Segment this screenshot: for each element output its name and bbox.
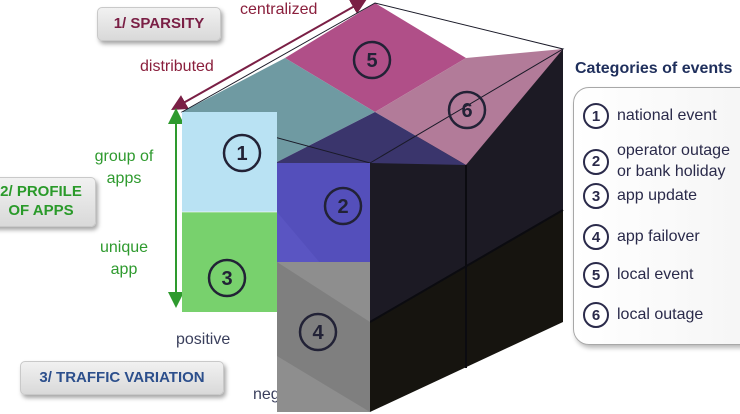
cube-badge-6-circle (447, 90, 487, 130)
cube-cell-4-shade (277, 262, 370, 412)
unique-label-line1: unique (99, 239, 149, 256)
cube-badge-6: 6 (461, 100, 472, 122)
group-label-line2: apps (106, 169, 142, 187)
legend-badge-4: 4 (583, 224, 609, 250)
traffic-variation-box: 3/ TRAFFIC VARIATION (20, 361, 224, 395)
cube-badge-2-circle (323, 186, 363, 226)
legend-item-1: 1 national event (583, 103, 717, 129)
legend-item-5: 5 local event (583, 262, 694, 288)
top-face-outline (180, 2, 565, 164)
cube-badge-1: 1 (236, 143, 247, 165)
profile-label-line1: 2/ PROFILE (0, 183, 82, 201)
legend-badge-5: 5 (583, 262, 609, 288)
legend-item-3: 3 app update (583, 183, 697, 209)
legend-badge-1: 1 (583, 103, 609, 129)
side-divider-horizontal (369, 209, 564, 323)
legend-title: Categories of events (575, 60, 733, 77)
top-face-back-left (285, 3, 466, 112)
legend-badge-3: 3 (583, 183, 609, 209)
legend-item-4: 4 app failover (583, 224, 700, 250)
cube-cell-1 (182, 112, 277, 212)
cube-badges: 1 2 3 4 5 6 (207, 40, 487, 352)
cube-badge-4-circle (298, 312, 338, 352)
legend-item-6: 6 local outage (583, 302, 703, 328)
legend-text-1: national event (617, 106, 717, 124)
legend-text-4: app failover (617, 227, 700, 245)
unique-app-label: unique app (84, 237, 164, 280)
legend-badge-6: 6 (583, 302, 609, 328)
top-face-back-right (375, 49, 563, 165)
top-face-front-right (275, 112, 466, 165)
cube-badge-4: 4 (312, 322, 324, 344)
unique-label-line2: app (110, 260, 138, 278)
cube-badge-2: 2 (337, 196, 348, 218)
positive-label: positive (176, 331, 231, 348)
cube-badge-1-circle (222, 133, 262, 173)
profile-of-apps-box: 2/ PROFILE OF APPS (0, 177, 96, 227)
legend-text-5: local event (617, 265, 694, 283)
legend-text-6: local outage (617, 305, 704, 323)
profile-label-line2: OF APPS (8, 202, 74, 219)
group-of-apps-label: group of apps (84, 146, 164, 189)
cube-badge-5-circle (352, 40, 392, 80)
cube-badge-5: 5 (366, 50, 377, 72)
legend-badge-2: 2 (583, 148, 609, 175)
legend-text-3: app update (617, 186, 698, 204)
cube-badge-3-circle (207, 258, 247, 298)
traffic-label: 3/ TRAFFIC VARIATION (39, 368, 205, 386)
sparsity-axis-arrow (171, 0, 367, 110)
cube-badge-3: 3 (221, 268, 232, 290)
group-label-line1: group of (94, 148, 154, 165)
